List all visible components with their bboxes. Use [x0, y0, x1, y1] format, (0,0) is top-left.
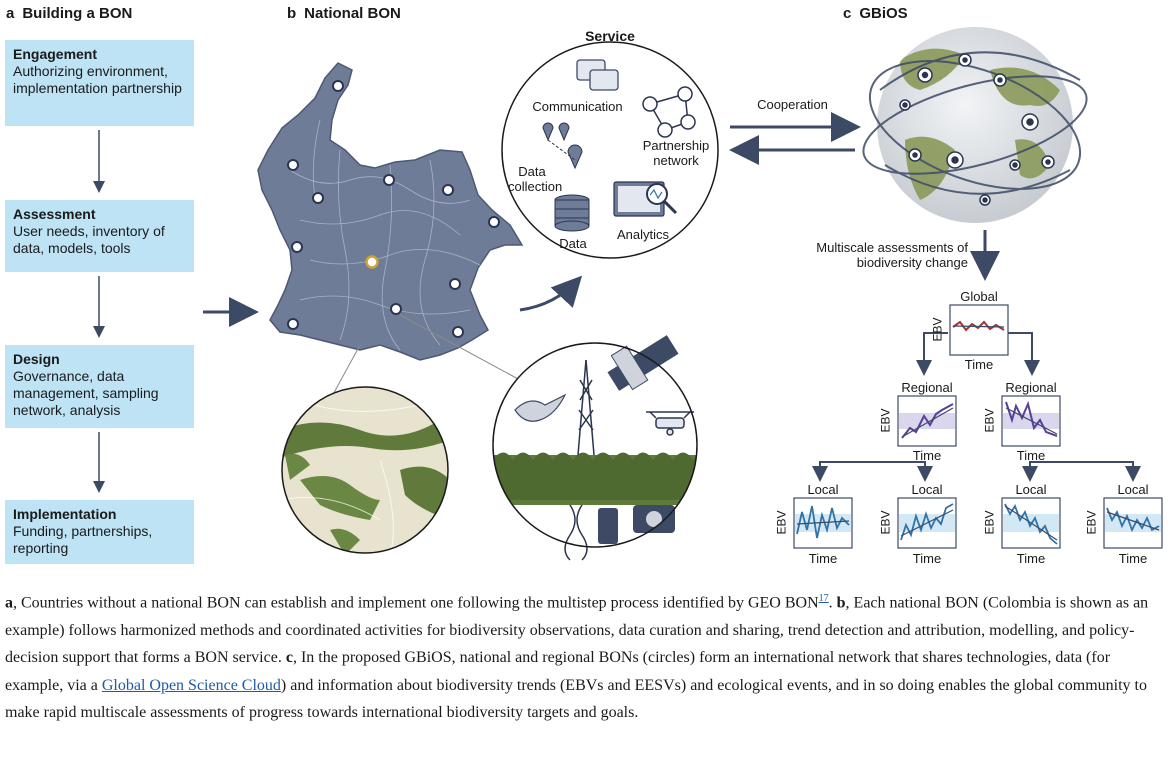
local-ebv-label-1: EBV [774, 510, 789, 535]
local-chart-4 [1103, 497, 1163, 549]
local-title-4: Local [1117, 482, 1149, 497]
local-title-2: Local [911, 482, 943, 497]
step-assessment: Assessment User needs, inventory of data… [5, 200, 194, 272]
dna-icon [564, 504, 588, 561]
step-design: Design Governance, data management, samp… [5, 345, 194, 428]
local-title-3: Local [1015, 482, 1047, 497]
location-pins-icon [542, 122, 583, 170]
step-implementation: Implementation Funding, partnerships, re… [5, 500, 194, 564]
local-ebv-label-4: EBV [1084, 510, 1099, 535]
regional-title-right: Regional [1005, 380, 1057, 395]
communication-icon [576, 59, 619, 91]
colombia-map [257, 62, 524, 401]
local-ebv-label-3: EBV [982, 510, 997, 535]
regional-chart-left [897, 395, 957, 447]
data-label: Data [559, 236, 587, 251]
local-time-label-2: Time [912, 551, 942, 566]
regional-time-label-right: Time [1016, 448, 1046, 463]
service-title: Service [585, 28, 635, 44]
local-time-label-3: Time [1016, 551, 1046, 566]
service-circle [501, 41, 719, 259]
landscape-circle [281, 386, 449, 554]
database-icon [554, 194, 590, 232]
partnership-network-label: Partnership network [642, 138, 710, 168]
reference-link[interactable]: 17 [818, 593, 829, 604]
diagram-canvas [93, 27, 1163, 561]
bird-icon [514, 393, 567, 422]
global-ebv-label: EBV [930, 317, 945, 342]
globe [862, 27, 1088, 223]
cooperation-label: Cooperation [757, 97, 828, 112]
regional-ebv-label-right: EBV [982, 408, 997, 433]
local-chart-1 [793, 497, 853, 549]
arrow-map-to-service [519, 275, 583, 312]
regional-chart-right [1001, 395, 1061, 447]
globe-node-markers [899, 53, 1055, 206]
analytics-label: Analytics [616, 227, 670, 242]
local-ebv-label-2: EBV [878, 510, 893, 535]
phone-icon [598, 508, 618, 544]
regional-time-label-left: Time [912, 448, 942, 463]
satellite-icon [607, 335, 679, 391]
multiscale-label: Multiscale assessments of biodiversity c… [816, 240, 968, 270]
map-location-markers [287, 80, 500, 338]
global-open-science-cloud-link[interactable]: Global Open Science Cloud [101, 676, 281, 694]
global-chart [949, 304, 1009, 356]
local-chart-3 [1001, 497, 1061, 549]
figure-caption: a, Countries without a national BON can … [5, 593, 1149, 722]
camera-icon [633, 505, 675, 533]
data-collection-label: Data collection [508, 164, 563, 194]
step-engagement: Engagement Authorizing environment, impl… [5, 40, 194, 126]
local-title-1: Local [807, 482, 839, 497]
local-chart-2 [897, 497, 957, 549]
communication-label: Communication [532, 99, 623, 114]
analytics-icon [613, 181, 678, 217]
partnership-network-icon [642, 86, 696, 138]
local-time-label-4: Time [1118, 551, 1148, 566]
drone-icon [646, 411, 694, 436]
cooperation-arrows [729, 112, 861, 165]
regional-ebv-label-left: EBV [878, 408, 893, 433]
regional-title-left: Regional [901, 380, 953, 395]
global-title: Global [960, 289, 998, 304]
global-time-label: Time [964, 357, 994, 372]
technology-circle [492, 335, 698, 561]
tower-icon [577, 359, 595, 456]
hierarchy-connectors [812, 332, 1141, 482]
local-time-label-1: Time [808, 551, 838, 566]
